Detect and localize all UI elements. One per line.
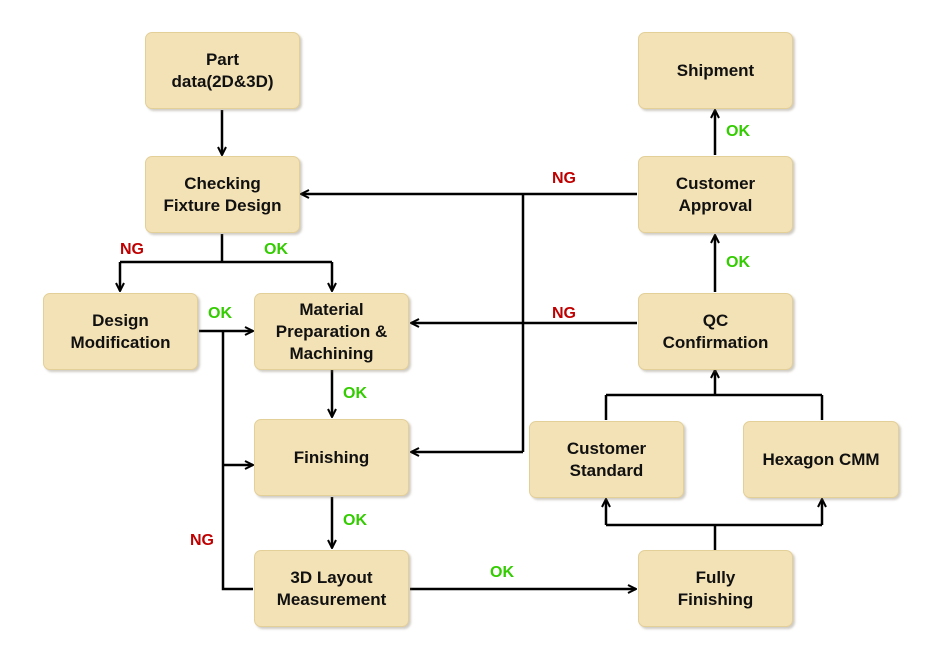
node-label: Checking Fixture Design xyxy=(163,173,282,215)
ok-label-material-to-finishing: OK xyxy=(343,385,367,402)
ng-label-layout-loop: NG xyxy=(190,532,214,549)
node-label: 3D Layout Measurement xyxy=(276,567,387,609)
connector-layout-ng-loop xyxy=(221,331,253,591)
node-label: Hexagon CMM xyxy=(762,449,880,469)
node-hexagon-cmm: Hexagon CMM xyxy=(743,421,899,498)
ng-label-qc-to-material: NG xyxy=(552,305,576,322)
ok-label-finishing-to-layout: OK xyxy=(343,512,367,529)
ok-label-design-mod-to-material: OK xyxy=(208,305,232,322)
node-fully-finishing: Fully Finishing xyxy=(638,550,793,627)
node-label: Material Preparation & Machining xyxy=(275,299,388,363)
node-label: Customer Approval xyxy=(675,173,756,215)
node-label: Customer Standard xyxy=(566,438,647,480)
node-checking-fixture-design: Checking Fixture Design xyxy=(145,156,300,233)
node-customer-standard: Customer Standard xyxy=(529,421,684,498)
node-finishing: Finishing xyxy=(254,419,409,496)
node-design-modification: Design Modification xyxy=(43,293,198,370)
node-label: QC Confirmation xyxy=(662,310,769,352)
node-material-preparation: Material Preparation & Machining xyxy=(254,293,409,370)
node-part-data: Part data(2D&3D) xyxy=(145,32,300,109)
ng-label-approval-to-fixture: NG xyxy=(552,170,576,187)
node-label: Part data(2D&3D) xyxy=(171,49,274,91)
node-label: Shipment xyxy=(676,60,755,80)
node-shipment: Shipment xyxy=(638,32,793,109)
ok-label-approval-to-shipment: OK xyxy=(726,123,750,140)
ok-label-fixture-to-material: OK xyxy=(264,241,288,258)
ok-label-layout-to-fully-finishing: OK xyxy=(490,564,514,581)
ok-label-qc-to-approval: OK xyxy=(726,254,750,271)
ng-label-fixture-to-design-mod: NG xyxy=(120,241,144,258)
node-label: Design Modification xyxy=(70,310,171,352)
node-customer-approval: Customer Approval xyxy=(638,156,793,233)
node-qc-confirmation: QC Confirmation xyxy=(638,293,793,370)
node-3d-layout-measurement: 3D Layout Measurement xyxy=(254,550,409,627)
node-label: Fully Finishing xyxy=(677,567,754,609)
node-label: Finishing xyxy=(293,447,370,467)
